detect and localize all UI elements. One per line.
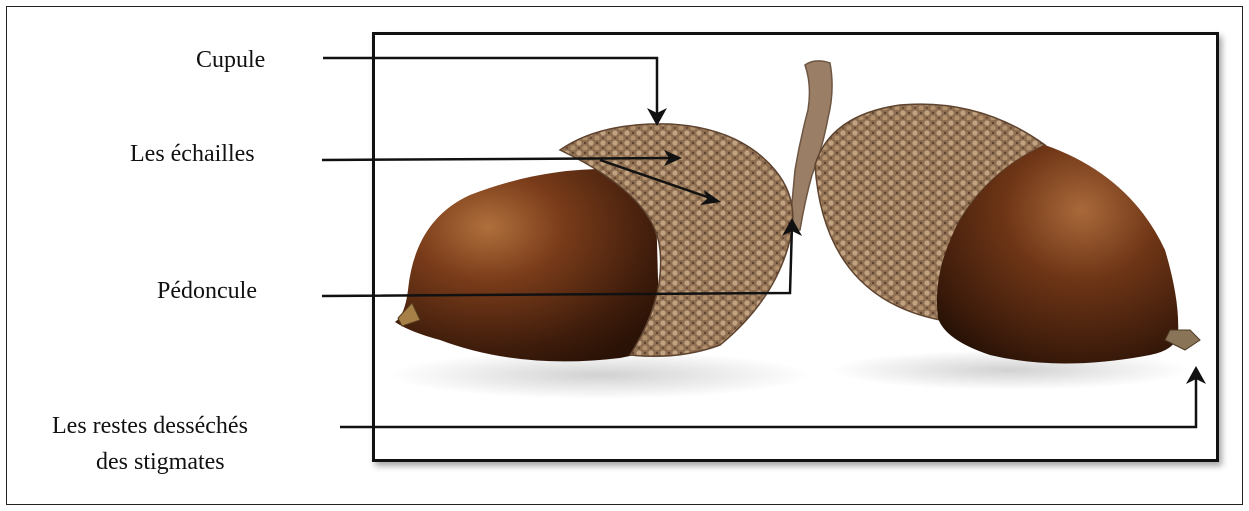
label-pedoncule: Pédoncule xyxy=(157,277,257,305)
left-acorn-nut xyxy=(395,169,660,361)
label-cupule: Cupule xyxy=(196,46,265,74)
cupule-leader-line xyxy=(323,58,657,118)
label-restes-line1: Les restes desséchés xyxy=(52,412,248,440)
label-restes-line2: des stigmates xyxy=(96,448,225,476)
right-acorn-tip xyxy=(1165,330,1200,350)
label-echailles: Les échailles xyxy=(130,140,255,168)
